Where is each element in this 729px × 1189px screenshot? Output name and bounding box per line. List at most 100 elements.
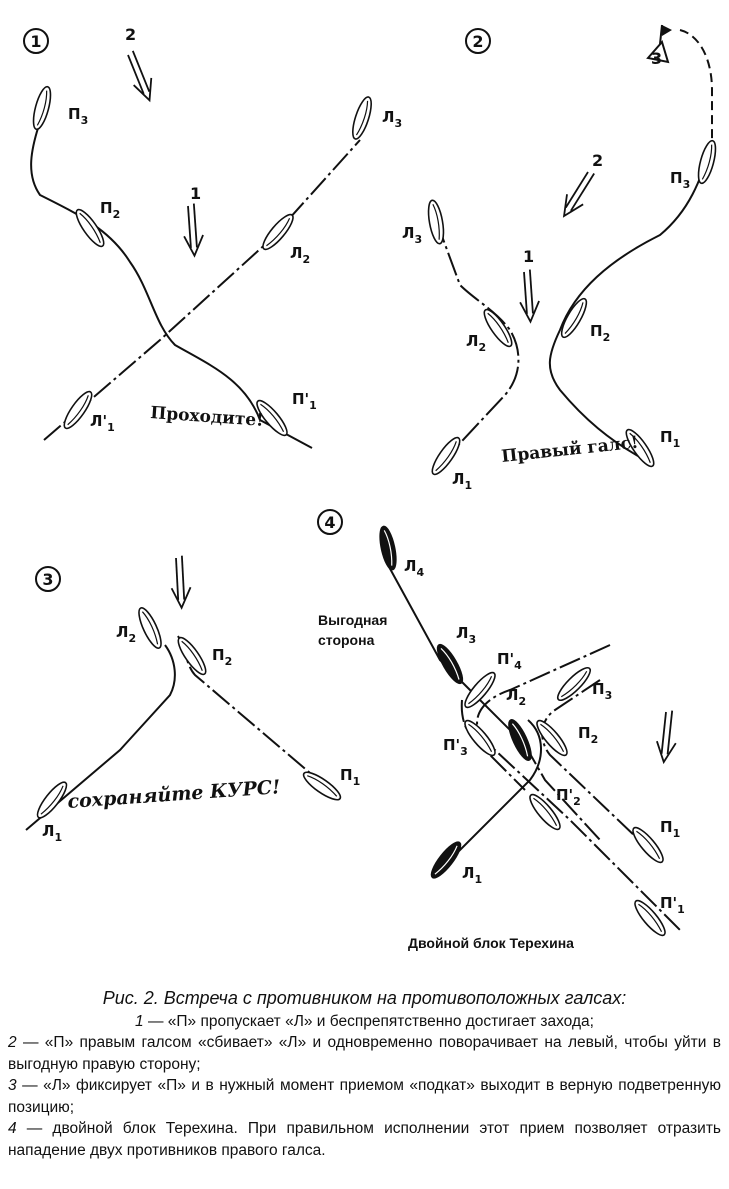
svg-text:П2: П2 xyxy=(578,724,598,746)
svg-text:Л'1: Л'1 xyxy=(90,412,115,434)
boat-p3 xyxy=(694,138,720,186)
svg-text:П'1: П'1 xyxy=(660,894,685,916)
svg-text:Л1: Л1 xyxy=(462,864,482,886)
command-text: сохраняйте КУРС! xyxy=(67,776,281,813)
panel-4-title: Двойной блок Терехина xyxy=(408,935,574,951)
panel-2-badge xyxy=(465,28,491,54)
svg-text:П'2: П'2 xyxy=(556,786,581,808)
svg-text:Л4: Л4 xyxy=(404,557,424,579)
svg-text:П'1: П'1 xyxy=(292,390,317,412)
svg-text:П1: П1 xyxy=(340,766,360,788)
boat-label: Л xyxy=(116,623,128,641)
svg-text:Л1: Л1 xyxy=(452,470,472,492)
track-starboard xyxy=(30,115,261,421)
wind-label: 1 xyxy=(523,247,534,266)
command-text: Проходите! xyxy=(150,403,265,431)
boat-l3 xyxy=(348,94,376,142)
svg-text:П'3: П'3 xyxy=(443,736,468,758)
svg-text:Л2: Л2 xyxy=(506,686,526,708)
caption-item-1: 1 — «П» пропускает «Л» и беспрепятственн… xyxy=(135,1012,594,1030)
panel-3-badge xyxy=(35,566,61,592)
diagram-canvas: 1 2 1 П3 П2 Л3 Л2 Л'1 П'1 Проходите! 2 3… xyxy=(23,24,720,951)
boat-label: Л' xyxy=(90,412,107,430)
boat-l3 xyxy=(432,640,468,688)
svg-text:Л3: Л3 xyxy=(402,224,422,246)
svg-text:Л3: Л3 xyxy=(382,108,402,130)
mark-label: 3 xyxy=(651,49,662,68)
track-starboard xyxy=(548,149,711,457)
panel-2: 2 3 2 1 Л3 П3 Л2 П2 Л1 П1 Правый галс! xyxy=(402,24,720,492)
boat-label: П xyxy=(670,169,683,187)
command-text: Правый галс! xyxy=(500,433,639,467)
boat-p3-right xyxy=(553,663,595,705)
boat-label: Л xyxy=(382,108,394,126)
svg-text:П2: П2 xyxy=(100,199,120,221)
boat-label: П xyxy=(68,105,81,123)
svg-text:П2: П2 xyxy=(212,646,232,668)
boat-l3 xyxy=(424,198,448,246)
wind-label: 2 xyxy=(592,151,603,170)
track-l1 xyxy=(439,719,542,871)
caption-item-2: 2 — «П» правым галсом «сбивает» «Л» и од… xyxy=(8,1034,721,1073)
panel-1-number: 1 xyxy=(30,32,41,51)
track-port xyxy=(435,219,520,457)
caption-item-4: 4 — двойной блок Терехина. При правильно… xyxy=(8,1120,721,1159)
boat-label: Л xyxy=(452,470,464,488)
svg-text:П1: П1 xyxy=(660,428,680,450)
boat-label: Л xyxy=(506,686,518,704)
wind-arrow xyxy=(169,554,193,610)
svg-text:Л3: Л3 xyxy=(456,624,476,646)
svg-text:Л2: Л2 xyxy=(290,244,310,266)
favored-side-line-2: сторона xyxy=(318,632,375,648)
boat-label: П xyxy=(660,428,673,446)
boat-p3 xyxy=(29,84,55,132)
wind-label: 1 xyxy=(190,184,201,203)
wind-arrow-1 xyxy=(180,202,206,258)
panel-4-number: 4 xyxy=(324,513,335,532)
mark-buoy xyxy=(646,39,670,64)
boat-label: П' xyxy=(660,894,677,912)
boat-l2 xyxy=(134,604,166,652)
boat-label: Л xyxy=(42,822,54,840)
boat-l1 xyxy=(426,837,466,883)
wind-arrow-2 xyxy=(120,47,160,105)
panel-4: 4 Выгодная сторона Л4 Л3 П'4 Л2 П3 П'3 П… xyxy=(317,509,685,951)
boat-label: П xyxy=(590,322,603,340)
track-port xyxy=(43,139,361,441)
panel-2-number: 2 xyxy=(472,32,483,51)
svg-text:Л2: Л2 xyxy=(466,332,486,354)
wind-label: 2 xyxy=(125,25,136,44)
svg-text:П3: П3 xyxy=(68,105,88,127)
svg-text:П3: П3 xyxy=(670,169,690,191)
boat-label: П xyxy=(578,724,591,742)
boat-label: Л xyxy=(290,244,302,262)
svg-text:Л1: Л1 xyxy=(42,822,62,844)
favored-side-line-1: Выгодная xyxy=(318,612,387,628)
boat-label: П xyxy=(212,646,225,664)
wind-arrow-1 xyxy=(516,268,542,324)
panel-1-badge xyxy=(23,28,49,54)
boat-label: Л xyxy=(402,224,414,242)
boat-l1 xyxy=(32,777,72,823)
boat-label: Л xyxy=(466,332,478,350)
track-to-mark xyxy=(679,29,713,150)
boat-label: П' xyxy=(443,736,460,754)
boat-label: П xyxy=(100,199,113,217)
panel-4-badge xyxy=(317,509,343,535)
svg-text:Л2: Л2 xyxy=(116,623,136,645)
caption-title: Рис. 2. Встреча с противником на противо… xyxy=(102,988,627,1008)
caption-item-3: 3 — «Л» фиксирует «П» и в нужный момент … xyxy=(8,1077,722,1116)
boat-label: П xyxy=(592,680,605,698)
panel-1: 1 2 1 П3 П2 Л3 Л2 Л'1 П'1 Проходите! xyxy=(23,25,402,449)
boat-label: Л xyxy=(456,624,468,642)
panel-3: 3 Л2 П2 Л1 П1 сохраняйте КУРС! xyxy=(25,554,360,844)
figure-caption: Рис. 2. Встреча с противником на противо… xyxy=(8,988,721,1161)
boat-label: П xyxy=(340,766,353,784)
svg-text:П3: П3 xyxy=(592,680,612,702)
svg-text:П2: П2 xyxy=(590,322,610,344)
boat-label: Л xyxy=(404,557,416,575)
boat-l4 xyxy=(376,524,400,572)
panel-3-number: 3 xyxy=(42,570,53,589)
wind-arrow-2 xyxy=(555,166,601,223)
